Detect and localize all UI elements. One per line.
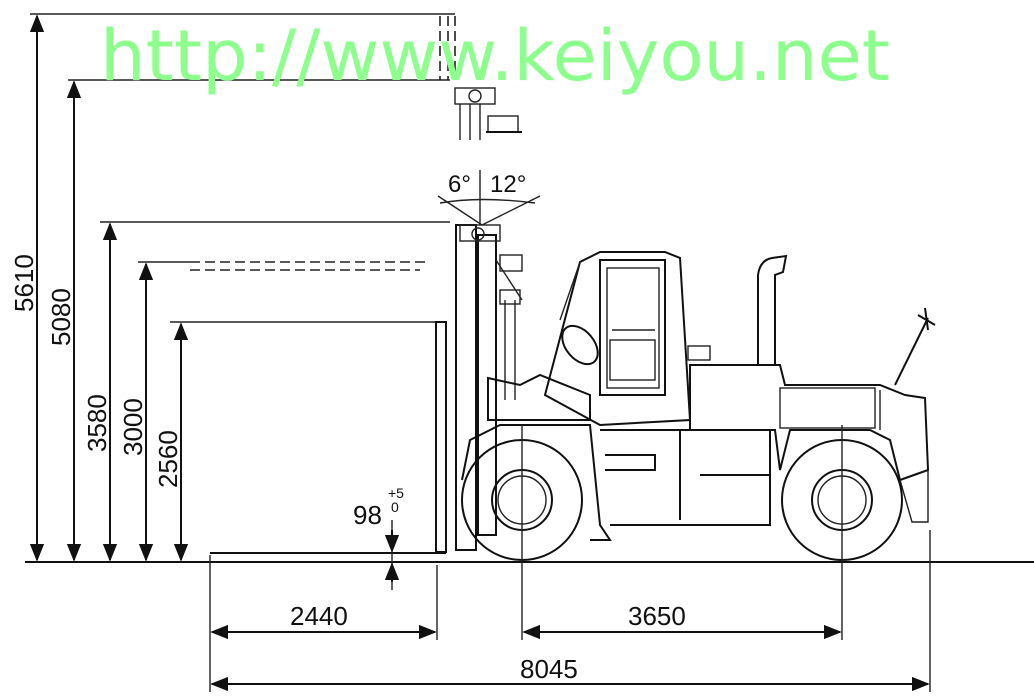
height-3580-label: 3580 bbox=[82, 394, 112, 452]
backward-tilt-label: 12° bbox=[490, 171, 526, 198]
forward-tilt-label: 6° bbox=[448, 171, 471, 198]
length-8045-label: 8045 bbox=[520, 654, 578, 684]
rear-wheel bbox=[781, 425, 903, 640]
truck-body bbox=[461, 251, 936, 541]
height-5080-label: 5080 bbox=[46, 288, 76, 346]
mast-assembly: 98 +5 0 bbox=[210, 224, 523, 590]
length-3650-label: 3650 bbox=[628, 601, 686, 631]
height-3000-label: 3000 bbox=[118, 398, 148, 456]
fork-thickness-plus: +5 bbox=[388, 485, 404, 501]
fork-thickness-label: 98 bbox=[353, 500, 382, 530]
front-wheel bbox=[461, 425, 583, 640]
height-5610-label: 5610 bbox=[9, 254, 39, 312]
length-2440-label: 2440 bbox=[290, 601, 348, 631]
raised-mast bbox=[439, 16, 522, 140]
fork-thickness-minus: 0 bbox=[391, 499, 399, 515]
height-2560-label: 2560 bbox=[153, 430, 183, 488]
length-dimensions: 2440 3650 8045 bbox=[209, 530, 931, 692]
watermark-url: http://www.keiyou.net bbox=[100, 15, 890, 97]
height-dimensions: 5610 5080 3580 3000 2560 bbox=[9, 13, 455, 562]
tilt-angle-indicator: 6° 12° bbox=[437, 170, 541, 226]
